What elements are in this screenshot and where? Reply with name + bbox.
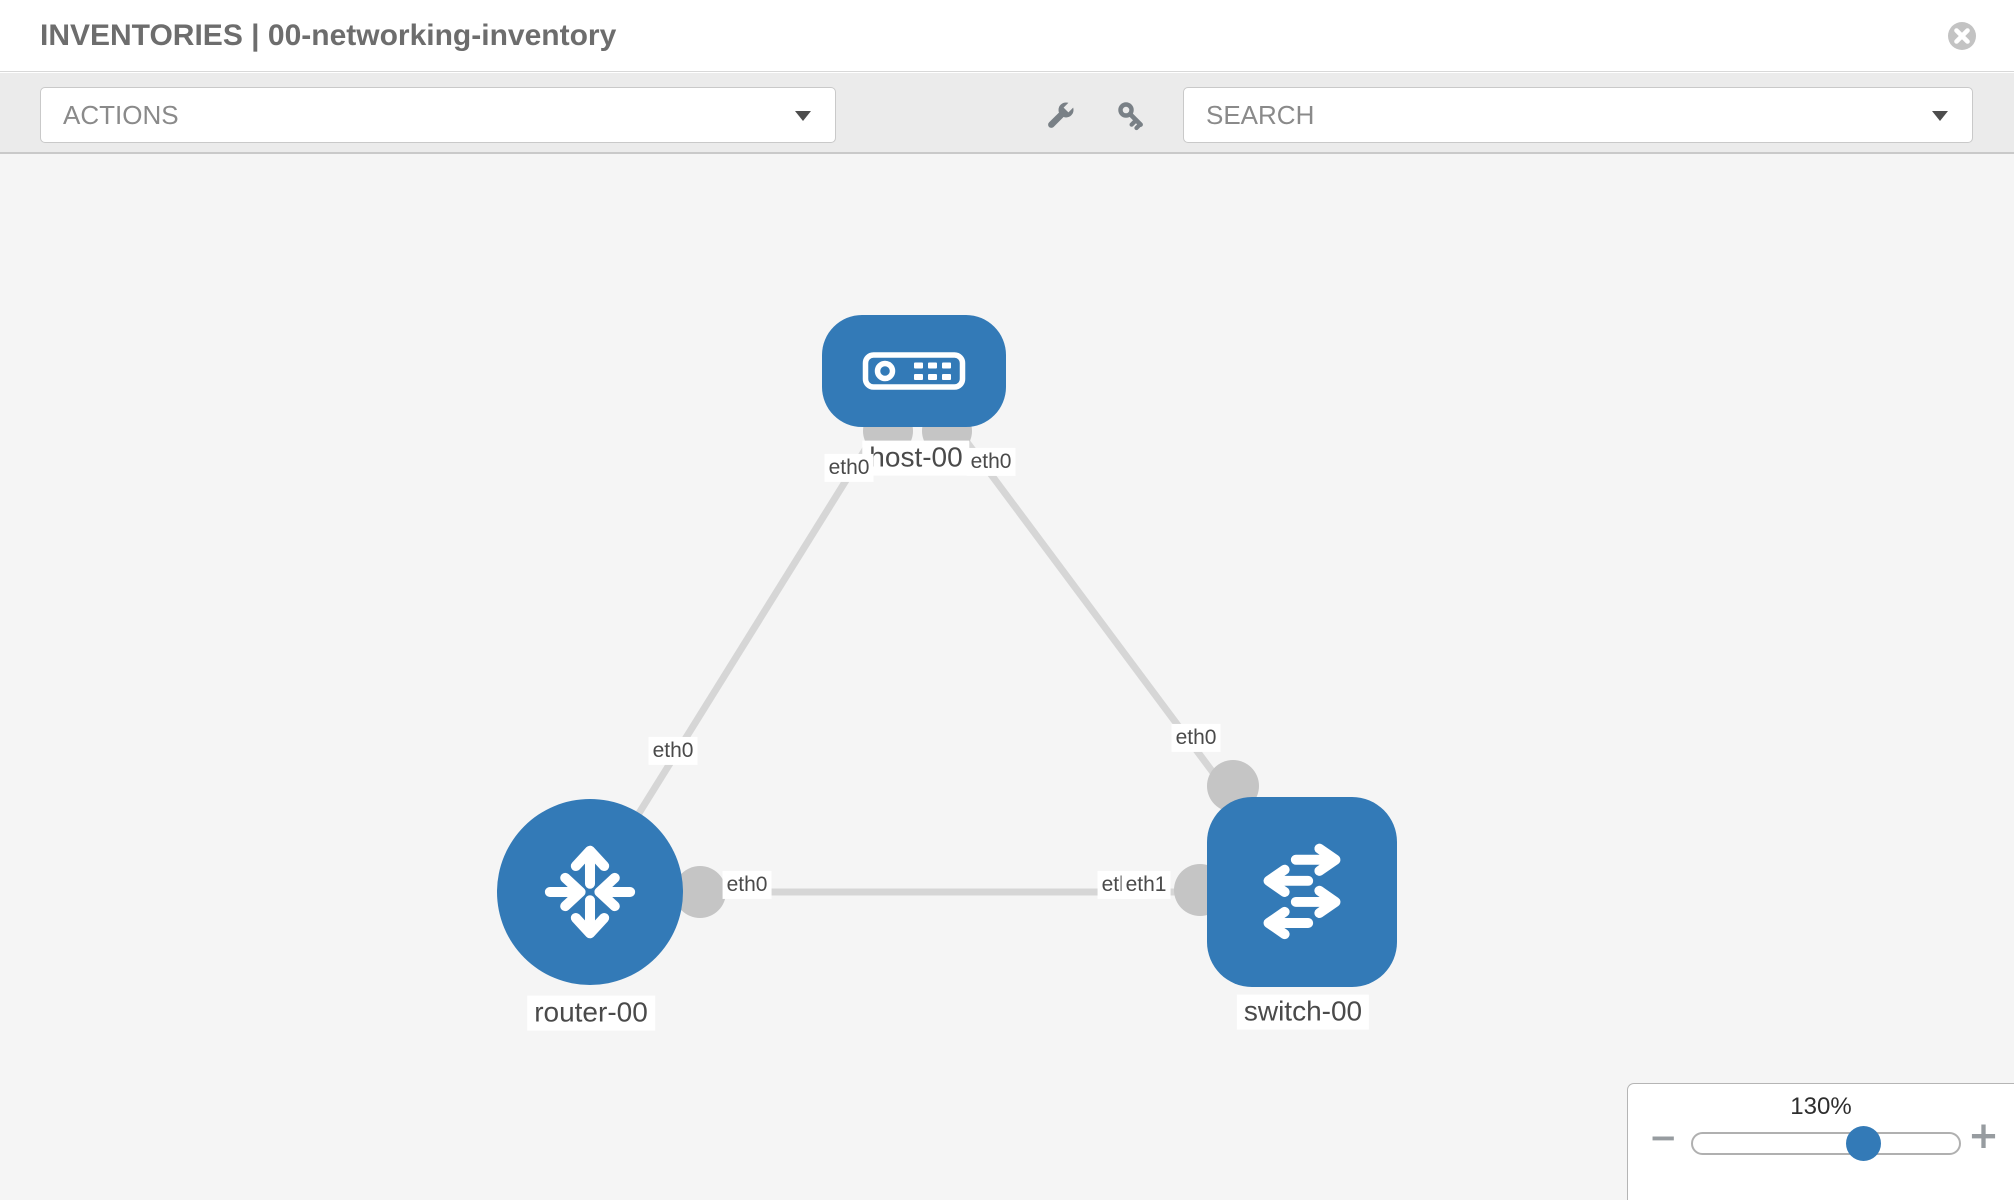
close-icon: [1948, 22, 1976, 50]
search-dropdown[interactable]: SEARCH: [1183, 87, 1973, 143]
page-header: INVENTORIES | 00-networking-inventory: [0, 0, 2014, 72]
zoom-slider-track[interactable]: [1691, 1126, 1961, 1161]
zoom-slider-thumb[interactable]: [1845, 1126, 1881, 1161]
toolbar: ACTIONS SEARCH: [0, 73, 2014, 154]
chevron-down-icon: [795, 111, 811, 121]
close-button[interactable]: [1947, 21, 1977, 51]
zoom-panel: 130% − +: [1627, 1083, 2014, 1200]
credentials-button[interactable]: [1114, 98, 1150, 134]
link-endpoint: [674, 866, 726, 918]
host-icon: [862, 352, 966, 390]
interface-label: eth0: [966, 447, 1016, 477]
interface-label: eth0: [1171, 723, 1221, 753]
interface-label: eth0: [722, 870, 772, 900]
zoom-value: 130%: [1790, 1093, 1852, 1120]
tools-button[interactable]: [1042, 98, 1078, 134]
topology-canvas[interactable]: 130% − + host-00 router-00 switch-00 eth0…: [0, 154, 2014, 1200]
chevron-down-icon: [1932, 111, 1948, 121]
actions-dropdown-label: ACTIONS: [63, 99, 179, 130]
node-label-router-00: router-00: [527, 995, 655, 1031]
interface-label: eth0: [824, 453, 874, 483]
interface-label: eth1: [1121, 870, 1171, 900]
page-title: INVENTORIES | 00-networking-inventory: [40, 19, 617, 52]
wrench-icon: [1048, 100, 1076, 128]
switch-icon: [1263, 843, 1341, 940]
node-label-host-00: host-00: [862, 440, 970, 476]
key-icon: [1118, 102, 1143, 131]
zoom-in-button[interactable]: +: [1968, 1114, 2000, 1157]
topology-edges-layer: [587, 368, 1305, 918]
node-label-switch-00: switch-00: [1236, 994, 1370, 1030]
router-icon: [544, 845, 636, 939]
actions-dropdown[interactable]: ACTIONS: [40, 87, 836, 143]
zoom-out-button[interactable]: −: [1649, 1118, 1678, 1158]
search-dropdown-label: SEARCH: [1206, 99, 1315, 130]
node-router-00[interactable]: [497, 799, 683, 985]
node-host-00[interactable]: [822, 315, 1006, 427]
interface-label: eth0: [648, 736, 698, 766]
node-switch-00[interactable]: [1207, 797, 1397, 987]
